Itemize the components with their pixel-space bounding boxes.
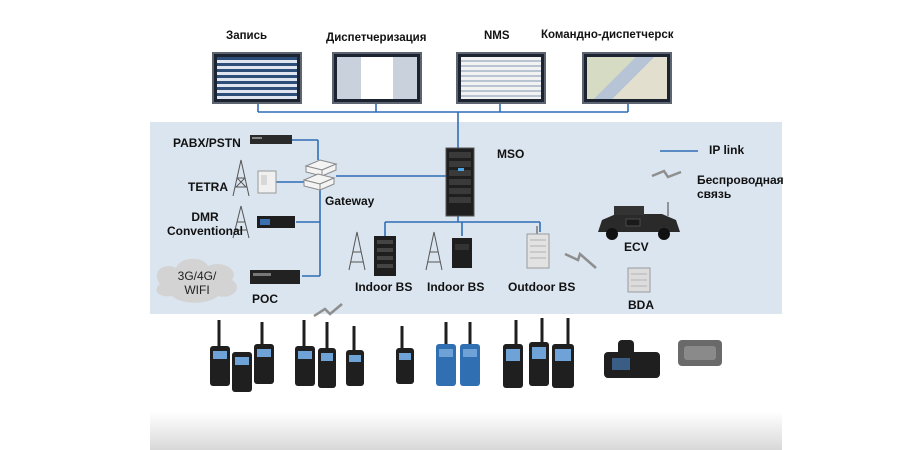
- recording-screen-icon: [212, 52, 302, 104]
- gateway-label: Gateway: [325, 194, 375, 208]
- dispatch-screen-icon: [332, 52, 422, 104]
- tetra-label: TETRA: [188, 180, 228, 194]
- command-dispatch-label: Командно-диспетчерск: [541, 29, 674, 41]
- nms-screen-icon: [456, 52, 546, 104]
- indoor-bs-label-1: Indoor BS: [355, 280, 413, 294]
- recording-label: Запись: [226, 30, 268, 42]
- nms-label: NMS: [484, 30, 510, 42]
- outdoor-bs-label: Outdoor BS: [508, 280, 576, 294]
- network-label: 3G/4G/ WIFI: [177, 269, 217, 297]
- command-map-screen-icon: [582, 52, 672, 104]
- legend-ip-link-label: IP link: [709, 143, 745, 157]
- ecv-label: ECV: [624, 240, 649, 254]
- mso-label: MSO: [497, 147, 525, 161]
- dmr-label: DMR Conventional: [166, 210, 243, 238]
- legend-wireless-label: Беспроводная связь: [697, 173, 784, 201]
- floor-gradient: [150, 412, 782, 450]
- dispatch-label: Диспетчеризация: [326, 32, 427, 44]
- bda-label: BDA: [628, 298, 654, 312]
- pabx-label: PABX/PSTN: [173, 136, 241, 150]
- indoor-bs-label-2: Indoor BS: [427, 280, 485, 294]
- poc-label: POC: [252, 292, 279, 306]
